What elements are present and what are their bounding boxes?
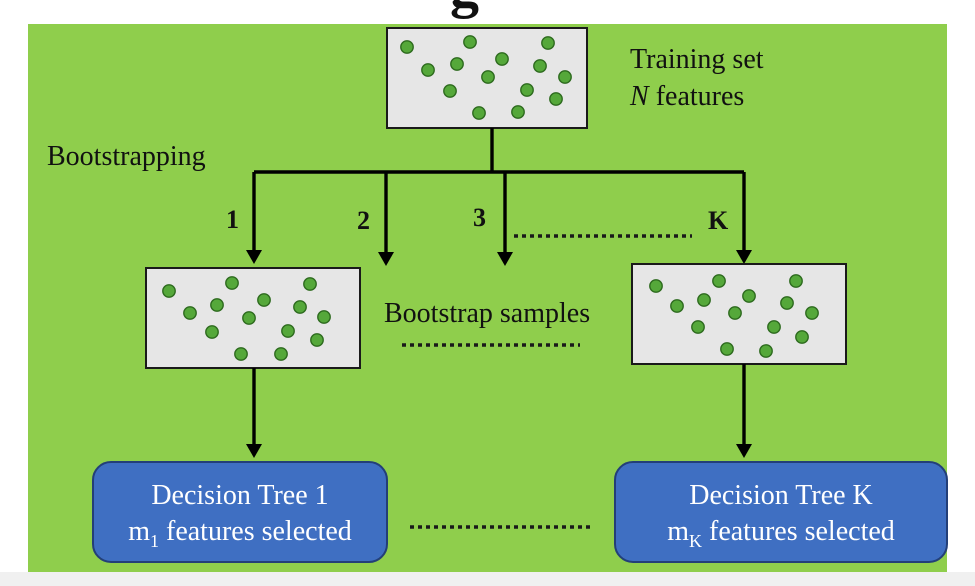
sample-dot (317, 310, 331, 324)
sample-dot (205, 325, 219, 339)
sample-dot (257, 293, 271, 307)
sample-dot (210, 298, 224, 312)
sample-dot (495, 52, 509, 66)
decision-tree-1-box: Decision Tree 1 m1 features selected (92, 461, 388, 563)
sample-dot (691, 320, 705, 334)
sample-dot (697, 293, 711, 307)
bootstrap-sample-box-k (631, 263, 847, 365)
training-set-dots (400, 35, 572, 120)
sample-dot (303, 277, 317, 291)
bootstrap-sample-1-dots (162, 276, 331, 361)
decision-tree-1-features: m1 features selected (128, 516, 352, 551)
sample-dot (463, 35, 477, 49)
decision-tree-k-title: Decision Tree K (689, 480, 873, 511)
sample-dot (310, 333, 324, 347)
bootstrap-sample-k-dots (649, 274, 819, 358)
sample-dot (520, 83, 534, 97)
sample-dot (242, 311, 256, 325)
sample-dot (742, 289, 756, 303)
decision-tree-1-title: Decision Tree 1 (151, 480, 328, 511)
branch-label-1: 1 (226, 205, 239, 234)
sample-dot (558, 70, 572, 84)
bootstrap-sample-box-1 (145, 267, 361, 369)
features-symbol: N (629, 81, 650, 112)
sample-dot (274, 347, 288, 361)
sample-dot (293, 300, 307, 314)
tree-1-arrowhead (246, 444, 262, 458)
sample-dot (549, 92, 563, 106)
sample-dot (670, 299, 684, 313)
sample-dot (511, 105, 525, 119)
sample-dot (541, 36, 555, 50)
branch-k-arrowhead (736, 250, 752, 264)
sample-dot (421, 63, 435, 77)
training-set-box (386, 27, 588, 129)
title-fragment: g (450, 0, 479, 19)
features-text: features (649, 81, 745, 112)
decision-tree-k-features-text: features selected (702, 516, 895, 547)
decision-tree-1-m: m (128, 516, 150, 547)
sample-dot (450, 57, 464, 71)
branch-label-3: 3 (473, 203, 486, 232)
sample-dot (649, 279, 663, 293)
sample-dot (183, 306, 197, 320)
decision-tree-k-m-subscript: K (689, 531, 702, 551)
sample-dot (759, 344, 773, 358)
sample-dot (780, 296, 794, 310)
tree-k-arrowhead (736, 444, 752, 458)
sample-dot (225, 276, 239, 290)
bottom-strip (0, 572, 975, 586)
sample-dot (162, 284, 176, 298)
decision-tree-k-box: Decision Tree K mK features selected (614, 461, 948, 563)
branch-label-k: K (708, 206, 729, 235)
sample-dot (789, 274, 803, 288)
branch-3-arrowhead (497, 252, 513, 266)
sample-dot (234, 347, 248, 361)
features-label: N features (629, 81, 744, 112)
sample-dot (720, 342, 734, 356)
sample-dot (281, 324, 295, 338)
sample-dot (795, 330, 809, 344)
branch-label-2: 2 (357, 206, 370, 235)
sample-dot (400, 40, 414, 54)
sample-dot (533, 59, 547, 73)
branch-2-arrowhead (378, 252, 394, 266)
decision-tree-k-features: mK features selected (667, 516, 895, 551)
sample-dot (481, 70, 495, 84)
decision-tree-1-features-text: features selected (159, 516, 352, 547)
bootstrap-samples-label: Bootstrap samples (384, 298, 590, 329)
decision-tree-k-m: m (667, 516, 689, 547)
sample-dot (712, 274, 726, 288)
training-set-label: Training set (630, 44, 764, 75)
bootstrapping-label: Bootstrapping (47, 141, 206, 172)
sample-dot (767, 320, 781, 334)
sample-dot (443, 84, 457, 98)
branch-1-arrowhead (246, 250, 262, 264)
sample-dot (805, 306, 819, 320)
sample-dot (728, 306, 742, 320)
decision-tree-1-m-subscript: 1 (150, 531, 159, 551)
sample-dot (472, 106, 486, 120)
